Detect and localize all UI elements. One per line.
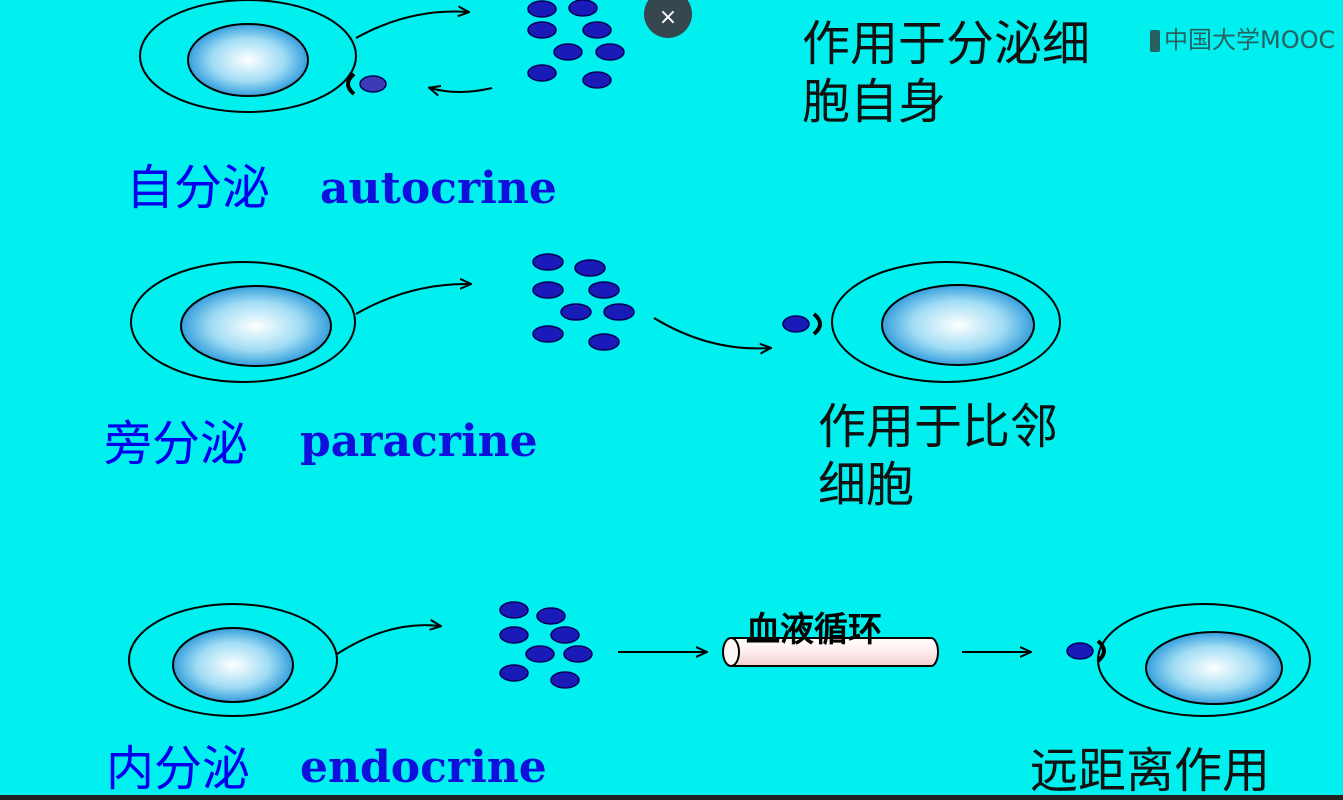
description-line: 细胞 xyxy=(818,457,915,513)
receptor-site xyxy=(812,312,822,336)
vessel-tube xyxy=(731,637,939,667)
bound-molecule xyxy=(782,315,810,333)
signal-molecule xyxy=(499,664,529,682)
mooc-logo-icon xyxy=(1150,30,1160,52)
paracrine-name-en: paracrine xyxy=(300,416,538,467)
signal-molecule xyxy=(603,303,635,321)
close-button[interactable]: × xyxy=(644,0,692,38)
bottom-edge-bar xyxy=(0,795,1343,800)
receptor-site xyxy=(1096,639,1106,663)
signal-molecule xyxy=(499,601,529,619)
signal-molecule xyxy=(525,645,555,663)
endocrine-signal-molecules xyxy=(499,601,593,689)
autocrine-signal-molecules xyxy=(527,0,625,89)
autocrine-receptor xyxy=(346,72,387,96)
autocrine-secreting-cell xyxy=(139,0,357,113)
cell-membrane xyxy=(128,603,338,717)
signal-molecule xyxy=(560,303,592,321)
paracrine-secreting-cell xyxy=(130,261,356,383)
signal-molecule xyxy=(527,0,557,18)
cell-membrane xyxy=(139,0,357,113)
blood-vessel xyxy=(722,637,939,667)
cell-nucleus xyxy=(180,285,332,367)
description-line: 作用于比邻 xyxy=(818,399,1059,455)
description-line: 作用于分泌细 xyxy=(802,16,1091,72)
receptor-site xyxy=(346,72,356,96)
paracrine-signal-molecules xyxy=(532,253,635,351)
signal-molecule xyxy=(588,333,620,351)
watermark: 中国大学MOOC xyxy=(1150,20,1335,55)
paracrine-delivery-arrow xyxy=(653,317,770,348)
signal-molecule xyxy=(574,259,606,277)
watermark-text: 中国大学MOOC xyxy=(1164,26,1336,54)
endocrine-name-cn: 内分泌 xyxy=(106,741,251,797)
circulation-label: 血液循环 xyxy=(746,610,882,650)
signal-molecule xyxy=(553,43,583,61)
paracrine-receptor xyxy=(782,312,822,336)
description-line: 胞自身 xyxy=(802,74,947,130)
endocrine-secretion-arrow xyxy=(336,625,440,655)
endocrine-secreting-cell xyxy=(128,603,338,717)
cell-membrane xyxy=(1097,603,1311,717)
cell-nucleus xyxy=(1145,631,1283,705)
paracrine-name-cn: 旁分泌 xyxy=(104,416,249,472)
vessel-opening xyxy=(722,637,740,667)
autocrine-secretion-arrow xyxy=(355,12,468,39)
signal-molecule xyxy=(550,626,580,644)
bound-molecule xyxy=(1066,642,1094,660)
signal-molecule xyxy=(532,325,564,343)
signal-molecule xyxy=(527,21,557,39)
signal-molecule xyxy=(595,43,625,61)
cell-nucleus xyxy=(172,627,294,703)
signal-molecule xyxy=(588,281,620,299)
signal-molecule xyxy=(532,281,564,299)
endocrine-name-en: endocrine xyxy=(300,742,547,793)
endocrine-description: 远距离作用 xyxy=(1030,743,1271,799)
signal-molecule xyxy=(499,626,529,644)
autocrine-name-cn: 自分泌 xyxy=(126,160,271,216)
signal-molecule xyxy=(582,21,612,39)
paracrine-description: 作用于比邻 细胞 xyxy=(818,398,1058,514)
signal-molecule xyxy=(527,64,557,82)
cell-membrane xyxy=(831,261,1061,383)
autocrine-return-arrow xyxy=(430,88,493,92)
endocrine-target-cell xyxy=(1097,603,1311,717)
autocrine-description: 作用于分泌细 胞自身 xyxy=(802,15,1090,131)
signal-molecule xyxy=(563,645,593,663)
signal-molecule xyxy=(568,0,598,17)
cell-nucleus xyxy=(881,284,1035,366)
paracrine-secretion-arrow xyxy=(355,284,470,315)
endocrine-receptor xyxy=(1066,639,1106,663)
signal-molecule xyxy=(536,607,566,625)
signal-molecule xyxy=(582,71,612,89)
signal-molecule xyxy=(550,671,580,689)
cell-membrane xyxy=(130,261,356,383)
cell-nucleus xyxy=(187,23,309,97)
close-icon: × xyxy=(658,5,678,30)
paracrine-target-cell xyxy=(831,261,1061,383)
signal-molecule xyxy=(532,253,564,271)
autocrine-name-en: autocrine xyxy=(320,163,557,214)
bound-molecule xyxy=(359,75,387,93)
